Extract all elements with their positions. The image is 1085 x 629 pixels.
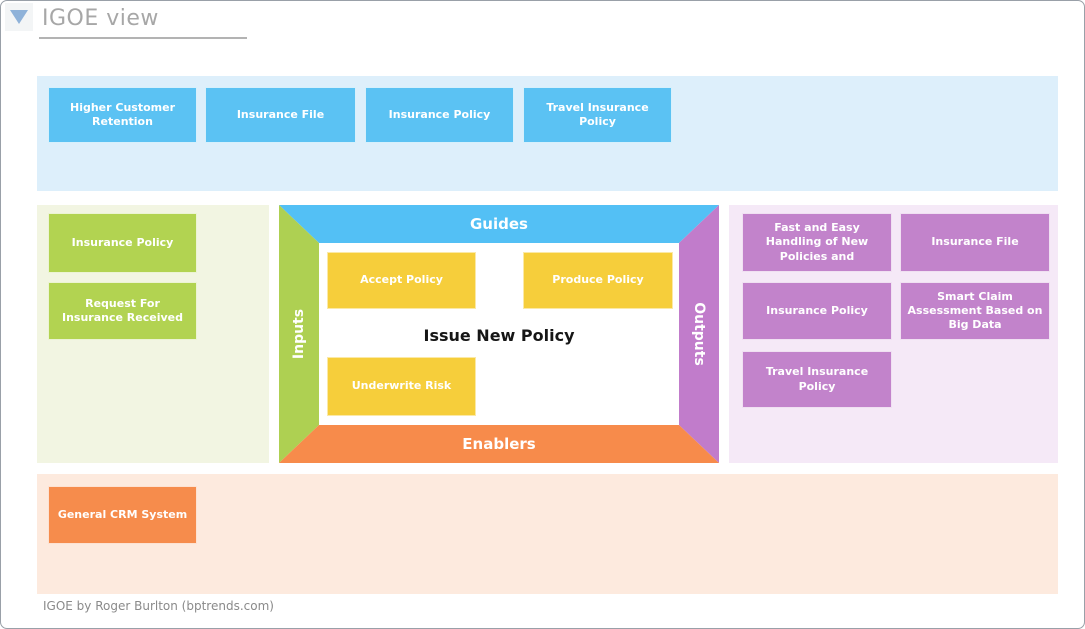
guides-label: Guides: [470, 215, 528, 233]
page-title: IGOE view: [42, 6, 159, 31]
enablers-label: Enablers: [462, 435, 536, 453]
inputs-label: Inputs: [291, 308, 308, 360]
card-travel-insurance-policy[interactable]: Travel Insurance Policy: [523, 87, 672, 143]
output-card-insurance-policy[interactable]: Insurance Policy: [742, 282, 892, 340]
guides-band: Guides: [279, 205, 719, 243]
top-cards-section: Higher Customer Retention Insurance File…: [37, 76, 1058, 191]
card-insurance-file[interactable]: Insurance File: [205, 87, 356, 143]
subprocess-produce-policy[interactable]: Produce Policy: [523, 252, 673, 309]
output-card-fast-and-easy-handling[interactable]: Fast and Easy Handling of New Policies a…: [742, 213, 892, 272]
output-card-travel-insurance-policy[interactable]: Travel Insurance Policy: [742, 351, 892, 408]
enablers-section: General CRM System: [37, 474, 1058, 594]
enabler-card-general-crm-system[interactable]: General CRM System: [48, 486, 197, 544]
collapse-toggle[interactable]: [5, 3, 33, 31]
inputs-panel: Insurance Policy Request For Insurance R…: [37, 205, 269, 463]
igoe-diagram: Guides Enablers Inputs Outputs Accept Po…: [279, 205, 719, 463]
outputs-band: [679, 205, 719, 463]
subprocess-accept-policy[interactable]: Accept Policy: [327, 252, 476, 309]
inputs-band: [279, 205, 319, 463]
title-underline: [39, 37, 247, 39]
process-name: Issue New Policy: [423, 326, 575, 345]
outputs-label: Outputs: [691, 302, 708, 366]
input-card-insurance-policy[interactable]: Insurance Policy: [48, 213, 197, 273]
outputs-panel: Fast and Easy Handling of New Policies a…: [729, 205, 1058, 463]
card-insurance-policy[interactable]: Insurance Policy: [365, 87, 514, 143]
input-card-request-for-insurance-received[interactable]: Request For Insurance Received: [48, 282, 197, 340]
inputs-label-wrap: Inputs: [279, 243, 319, 425]
output-card-smart-claim-assessment[interactable]: Smart Claim Assessment Based on Big Data: [900, 282, 1050, 340]
enablers-band: Enablers: [279, 425, 719, 463]
card-higher-customer-retention[interactable]: Higher Customer Retention: [48, 87, 197, 143]
output-card-insurance-file[interactable]: Insurance File: [900, 213, 1050, 272]
outputs-label-wrap: Outputs: [679, 243, 719, 425]
subprocess-underwrite-risk[interactable]: Underwrite Risk: [327, 357, 476, 416]
triangle-down-icon: [10, 10, 28, 24]
credit-text: IGOE by Roger Burlton (bptrends.com): [43, 599, 274, 613]
